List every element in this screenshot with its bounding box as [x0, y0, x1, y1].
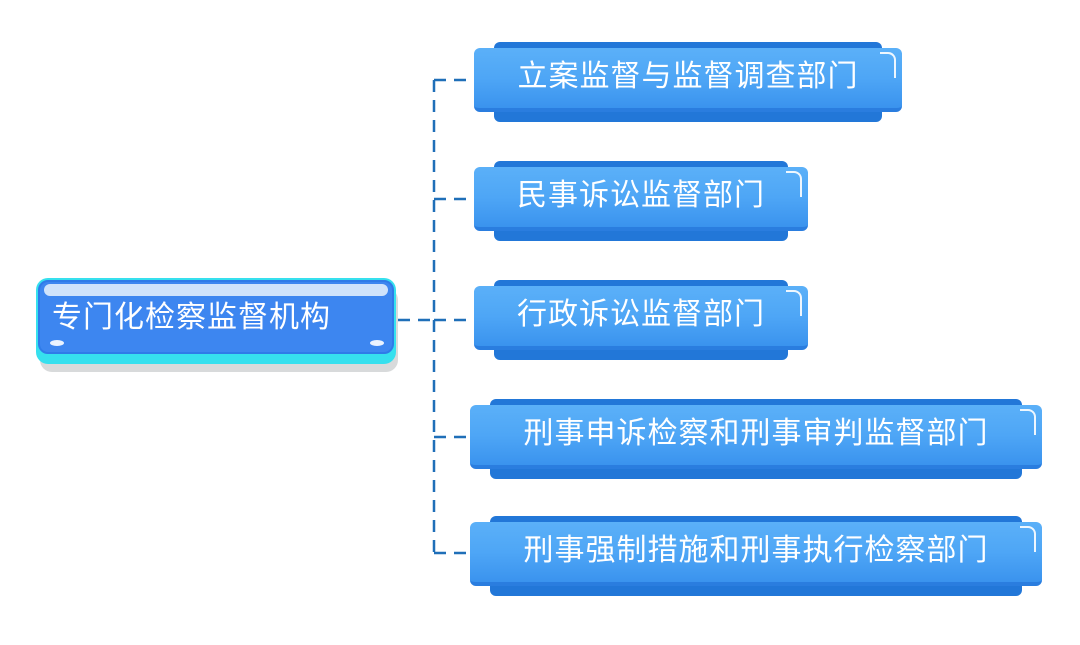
child-node-label: 立案监督与监督调查部门	[517, 59, 859, 94]
child-node-3[interactable]: 行政诉讼监督部门	[474, 280, 808, 360]
child-node-label: 行政诉讼监督部门	[517, 297, 765, 332]
node-front	[474, 167, 808, 231]
root-node-label: 专门化检察监督机构	[52, 300, 331, 335]
node-front	[474, 48, 902, 112]
child-node-4[interactable]: 刑事申诉检察和刑事审判监督部门	[470, 399, 1042, 479]
node-front	[474, 286, 808, 350]
child-node-1[interactable]: 立案监督与监督调查部门	[474, 42, 902, 122]
root-node-dot-left	[50, 340, 64, 346]
node-corner-highlight	[880, 52, 896, 78]
node-corner-highlight	[786, 171, 802, 197]
node-front	[470, 522, 1042, 586]
root-node-gloss	[44, 284, 388, 296]
child-node-label: 民事诉讼监督部门	[517, 178, 765, 213]
child-node-5[interactable]: 刑事强制措施和刑事执行检察部门	[470, 516, 1042, 596]
child-node-label: 刑事强制措施和刑事执行检察部门	[523, 533, 989, 568]
root-node-dot-right	[370, 340, 384, 346]
node-corner-highlight	[1020, 526, 1036, 552]
child-node-label: 刑事申诉检察和刑事审判监督部门	[523, 416, 989, 451]
root-node[interactable]: 专门化检察监督机构	[36, 278, 398, 372]
node-corner-highlight	[1020, 409, 1036, 435]
node-corner-highlight	[786, 290, 802, 316]
node-front	[470, 405, 1042, 469]
child-node-2[interactable]: 民事诉讼监督部门	[474, 161, 808, 241]
